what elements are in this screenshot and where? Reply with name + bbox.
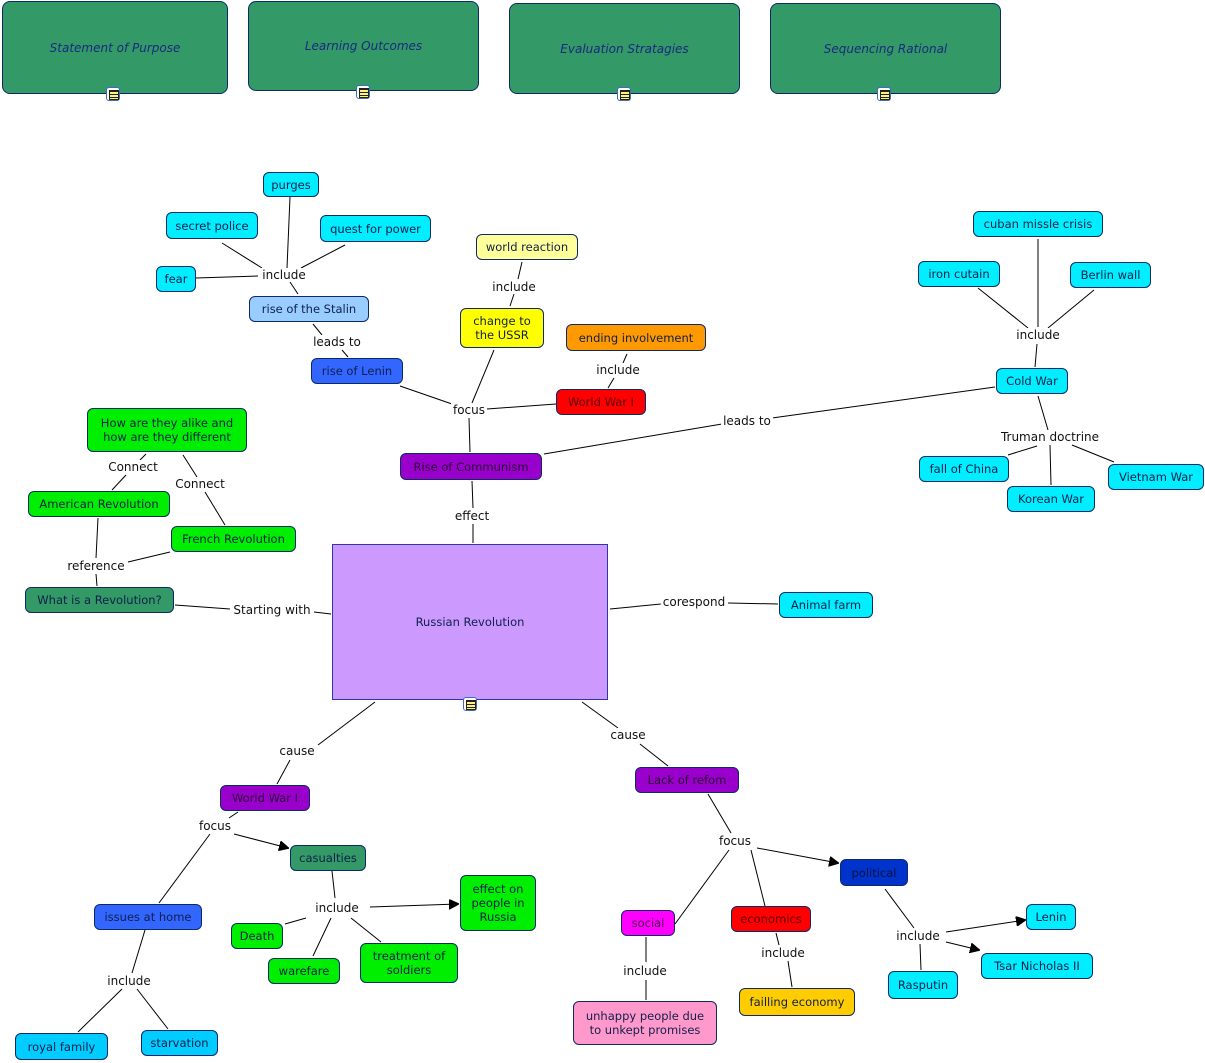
note-icon[interactable]: [356, 85, 370, 99]
concept-failing-economy[interactable]: failling economy: [739, 988, 855, 1016]
concept-world-war-i-bottom[interactable]: World War I: [220, 785, 310, 811]
concept-korean-war[interactable]: Korean War: [1007, 486, 1095, 512]
concept-berlin-wall[interactable]: Berlin wall: [1070, 262, 1151, 288]
concept-royal-family[interactable]: royal family: [15, 1033, 108, 1060]
link-reference[interactable]: reference: [65, 559, 127, 573]
concept-political[interactable]: political: [840, 859, 908, 886]
link-corespond[interactable]: corespond: [660, 595, 728, 609]
link-include[interactable]: include: [759, 946, 807, 960]
link-include[interactable]: include: [1014, 328, 1062, 342]
header-node-evaluation-strategies[interactable]: Evaluation Stratagies: [509, 3, 740, 94]
concept-purges[interactable]: purges: [263, 172, 319, 197]
concept-tsar-nicholas-ii[interactable]: Tsar Nicholas II: [981, 953, 1093, 979]
concept-world-reaction[interactable]: world reaction: [476, 234, 578, 260]
link-focus[interactable]: focus: [450, 403, 488, 417]
concept-iron-curtain[interactable]: iron cutain: [918, 261, 1000, 287]
concept-effect-on-people[interactable]: effect on people in Russia: [460, 875, 536, 931]
link-include[interactable]: include: [490, 280, 538, 294]
concept-starvation[interactable]: starvation: [141, 1030, 218, 1056]
link-focus[interactable]: focus: [196, 819, 234, 833]
concept-rasputin[interactable]: Rasputin: [888, 971, 958, 999]
concept-social[interactable]: social: [621, 910, 675, 936]
link-include[interactable]: include: [594, 363, 642, 377]
link-leads-to[interactable]: leads to: [311, 335, 363, 349]
concept-french-revolution[interactable]: French Revolution: [171, 526, 296, 552]
link-focus[interactable]: focus: [716, 834, 754, 848]
concept-quest-for-power[interactable]: quest for power: [320, 215, 431, 242]
concept-casualties[interactable]: casualties: [290, 845, 366, 871]
concept-world-war-i-top[interactable]: World War I: [556, 389, 646, 415]
link-leads-to[interactable]: leads to: [721, 414, 773, 428]
header-node-sequencing-rational[interactable]: Sequencing Rational: [770, 3, 1001, 94]
concept-fear[interactable]: fear: [156, 266, 196, 292]
node-label: Evaluation Stratagies: [560, 41, 689, 56]
concept-treatment-of-soldiers[interactable]: treatment of soldiers: [360, 943, 458, 983]
link-include[interactable]: include: [894, 929, 942, 943]
link-cause[interactable]: cause: [608, 728, 648, 742]
link-connect[interactable]: Connect: [173, 477, 227, 491]
concept-lack-of-reform[interactable]: Lack of refom: [635, 767, 739, 793]
concept-rise-of-stalin[interactable]: rise of the Stalin: [249, 296, 369, 322]
link-starting-with[interactable]: Starting with: [231, 603, 313, 617]
header-node-statement-of-purpose[interactable]: Statement of Purpose: [2, 1, 228, 94]
note-icon[interactable]: [463, 697, 477, 711]
concept-unhappy-people[interactable]: unhappy people due to unkept promises: [573, 1001, 717, 1045]
link-connect[interactable]: Connect: [106, 460, 160, 474]
concept-animal-farm[interactable]: Animal farm: [779, 592, 873, 618]
concept-russian-revolution[interactable]: Russian Revolution: [332, 544, 608, 700]
concept-american-revolution[interactable]: American Revolution: [28, 491, 170, 517]
header-node-learning-outcomes[interactable]: Learning Outcomes: [248, 1, 479, 91]
concept-alike-different[interactable]: How are they alike and how are they diff…: [87, 408, 247, 452]
concept-cuban-missile-crisis[interactable]: cuban missle crisis: [973, 211, 1103, 237]
node-label: Learning Outcomes: [304, 39, 423, 53]
node-label: Sequencing Rational: [823, 41, 948, 56]
concept-what-is-a-revolution[interactable]: What is a Revolution?: [25, 587, 174, 613]
concept-warfare[interactable]: warefare: [268, 958, 340, 984]
note-icon[interactable]: [106, 87, 120, 101]
concept-rise-of-lenin[interactable]: rise of Lenin: [311, 358, 403, 384]
concept-vietnam-war[interactable]: Vietnam War: [1108, 464, 1204, 490]
link-include[interactable]: include: [105, 974, 153, 988]
concept-rise-of-communism[interactable]: Rise of Communism: [400, 453, 542, 480]
concept-fall-of-china[interactable]: fall of China: [919, 456, 1009, 482]
link-include[interactable]: include: [313, 901, 361, 915]
concept-cold-war[interactable]: Cold War: [996, 368, 1068, 394]
node-label: Statement of Purpose: [49, 40, 181, 55]
note-icon[interactable]: [617, 87, 631, 101]
link-include[interactable]: include: [621, 964, 669, 978]
link-cause[interactable]: cause: [277, 744, 317, 758]
concept-ending-involvement[interactable]: ending involvement: [566, 324, 706, 351]
link-effect[interactable]: effect: [452, 509, 492, 523]
concept-death[interactable]: Death: [231, 923, 283, 949]
concept-lenin[interactable]: Lenin: [1026, 904, 1076, 930]
concept-change-to-ussr[interactable]: change to the USSR: [460, 308, 544, 348]
concept-secret-police[interactable]: secret police: [166, 212, 258, 239]
concept-issues-at-home[interactable]: issues at home: [94, 904, 202, 930]
note-icon[interactable]: [877, 87, 891, 101]
link-truman-doctrine[interactable]: Truman doctrine: [998, 430, 1102, 444]
link-include[interactable]: include: [260, 268, 308, 282]
concept-economics[interactable]: economics: [731, 906, 811, 932]
